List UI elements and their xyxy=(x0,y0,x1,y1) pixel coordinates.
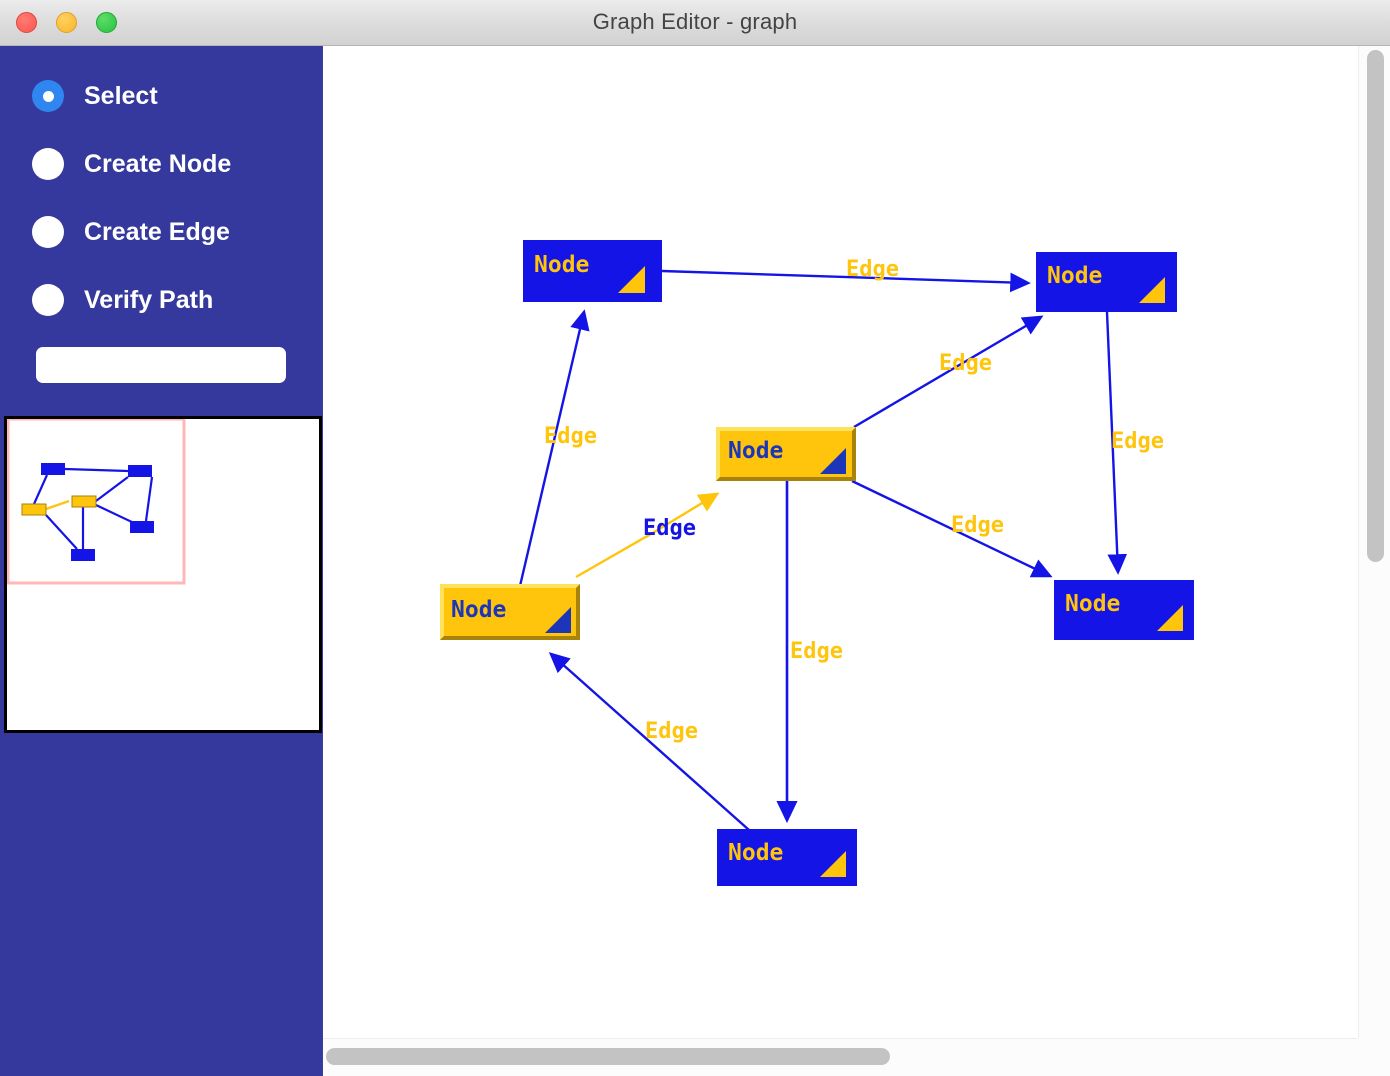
vertical-scrollbar-thumb[interactable] xyxy=(1367,50,1384,562)
window-controls xyxy=(16,12,117,33)
radio-create-edge[interactable] xyxy=(32,216,64,248)
node-n5-label: Node xyxy=(451,597,506,623)
node-n6[interactable]: Node xyxy=(717,829,857,886)
radio-select[interactable] xyxy=(32,80,64,112)
vertical-scrollbar[interactable] xyxy=(1358,46,1390,1038)
graph-nodes: Node Node Node xyxy=(440,240,1194,886)
node-n3[interactable]: Node xyxy=(716,427,856,481)
node-n2-label: Node xyxy=(1047,263,1102,289)
tool-sidebar: Select Create Node Create Edge Verify Pa… xyxy=(0,46,322,1076)
graph-edges xyxy=(518,269,1128,831)
edge-label-5: Edge xyxy=(951,513,1004,538)
edge-n3-n5[interactable] xyxy=(645,492,720,539)
edge-n3-n2[interactable] xyxy=(853,315,1044,429)
edge-label-2: Edge xyxy=(544,424,597,449)
horizontal-scrollbar-thumb[interactable] xyxy=(326,1048,890,1065)
node-n1-label: Node xyxy=(534,252,589,278)
edge-n2-n4[interactable] xyxy=(1105,311,1128,575)
node-n4[interactable]: Node xyxy=(1054,580,1194,640)
node-n4-label: Node xyxy=(1065,591,1120,617)
edge-n3-n5-tail[interactable] xyxy=(575,533,650,579)
node-n6-label: Node xyxy=(728,840,783,866)
minimap-edges xyxy=(32,467,154,550)
minimap-viewport[interactable] xyxy=(7,419,186,585)
tool-option-verify-path[interactable]: Verify Path xyxy=(32,284,213,316)
name-input[interactable] xyxy=(36,347,286,383)
tool-option-select[interactable]: Select xyxy=(32,80,158,112)
edge-label-7: Edge xyxy=(790,639,843,664)
title-bar: Graph Editor - graph xyxy=(0,0,1390,46)
horizontal-scrollbar[interactable] xyxy=(323,1038,1359,1076)
window-title: Graph Editor - graph xyxy=(592,9,798,34)
node-n3-label: Node xyxy=(728,438,783,464)
close-button[interactable] xyxy=(16,12,37,33)
edge-label-1: Edge xyxy=(846,257,899,282)
edge-label-8: Edge xyxy=(645,719,698,744)
tool-label-create-edge: Create Edge xyxy=(84,217,230,246)
edge-n6-n5[interactable] xyxy=(548,652,750,831)
minimap-panel[interactable] xyxy=(4,416,322,733)
graph-canvas[interactable]: Edge Edge Edge Edge Edge Edge Edge Edge … xyxy=(323,46,1359,1038)
minimap-edge-selected xyxy=(45,499,70,511)
tool-label-select: Select xyxy=(84,81,158,110)
minimap-graph xyxy=(7,419,186,585)
node-n5[interactable]: Node xyxy=(440,584,580,640)
edge-n3-n4[interactable] xyxy=(851,479,1053,578)
tool-option-create-node[interactable]: Create Node xyxy=(32,148,231,180)
canvas-area: Edge Edge Edge Edge Edge Edge Edge Edge … xyxy=(322,46,1390,1076)
edge-n1-n2[interactable] xyxy=(661,269,1031,293)
zoom-button[interactable] xyxy=(96,12,117,33)
scrollbar-corner xyxy=(1358,1038,1390,1076)
graph-edge-labels: Edge Edge Edge Edge Edge Edge Edge Edge xyxy=(544,257,1164,744)
radio-verify-path[interactable] xyxy=(32,284,64,316)
minimap-nodes xyxy=(21,463,154,561)
radio-create-node[interactable] xyxy=(32,148,64,180)
edge-n5-n1[interactable] xyxy=(518,309,590,587)
edge-label-4: Edge xyxy=(1111,429,1164,454)
tool-option-create-edge[interactable]: Create Edge xyxy=(32,216,230,248)
minimize-button[interactable] xyxy=(56,12,77,33)
edge-label-3: Edge xyxy=(939,351,992,376)
node-n2[interactable]: Node xyxy=(1036,252,1177,312)
edge-label-6: Edge xyxy=(643,516,696,541)
graph-svg: Edge Edge Edge Edge Edge Edge Edge Edge … xyxy=(440,240,1194,886)
tool-label-verify-path: Verify Path xyxy=(84,285,214,314)
tool-label-create-node: Create Node xyxy=(84,149,232,178)
node-n1[interactable]: Node xyxy=(523,240,662,302)
